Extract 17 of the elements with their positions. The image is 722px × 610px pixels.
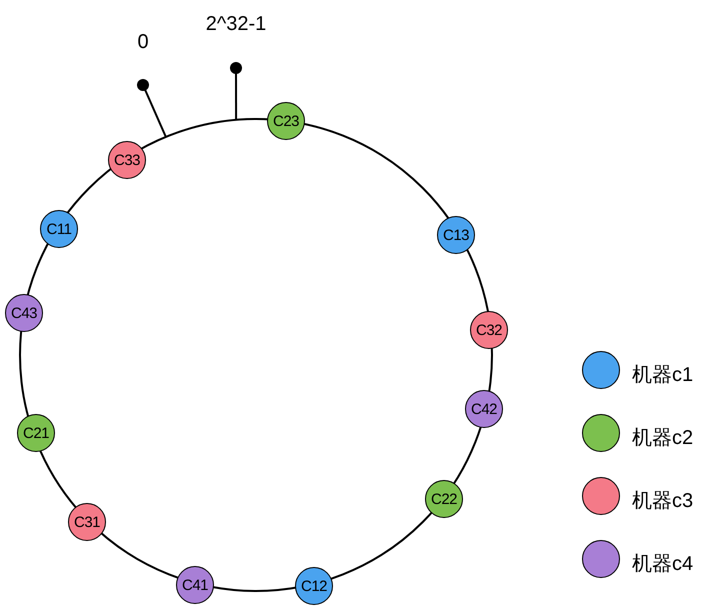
virtual-node: C22 <box>425 480 463 518</box>
virtual-node: C21 <box>17 414 55 452</box>
legend-label: 机器c3 <box>632 488 694 514</box>
legend-label: 机器c4 <box>632 552 694 576</box>
virtual-node: C23 <box>267 102 305 140</box>
virtual-node: C32 <box>470 311 508 349</box>
legend-label: 机器c2 <box>632 426 694 450</box>
virtual-node: C31 <box>68 503 106 541</box>
pin-line <box>230 62 242 120</box>
pin-line <box>137 79 167 138</box>
virtual-node: C43 <box>5 294 43 332</box>
legend-label: 机器c1 <box>632 362 694 388</box>
position-label: 0 <box>137 30 149 54</box>
virtual-node: C42 <box>465 390 503 428</box>
position-label: 2^32-1 <box>206 12 266 36</box>
virtual-node: C12 <box>295 567 333 605</box>
virtual-node: C41 <box>176 566 214 604</box>
